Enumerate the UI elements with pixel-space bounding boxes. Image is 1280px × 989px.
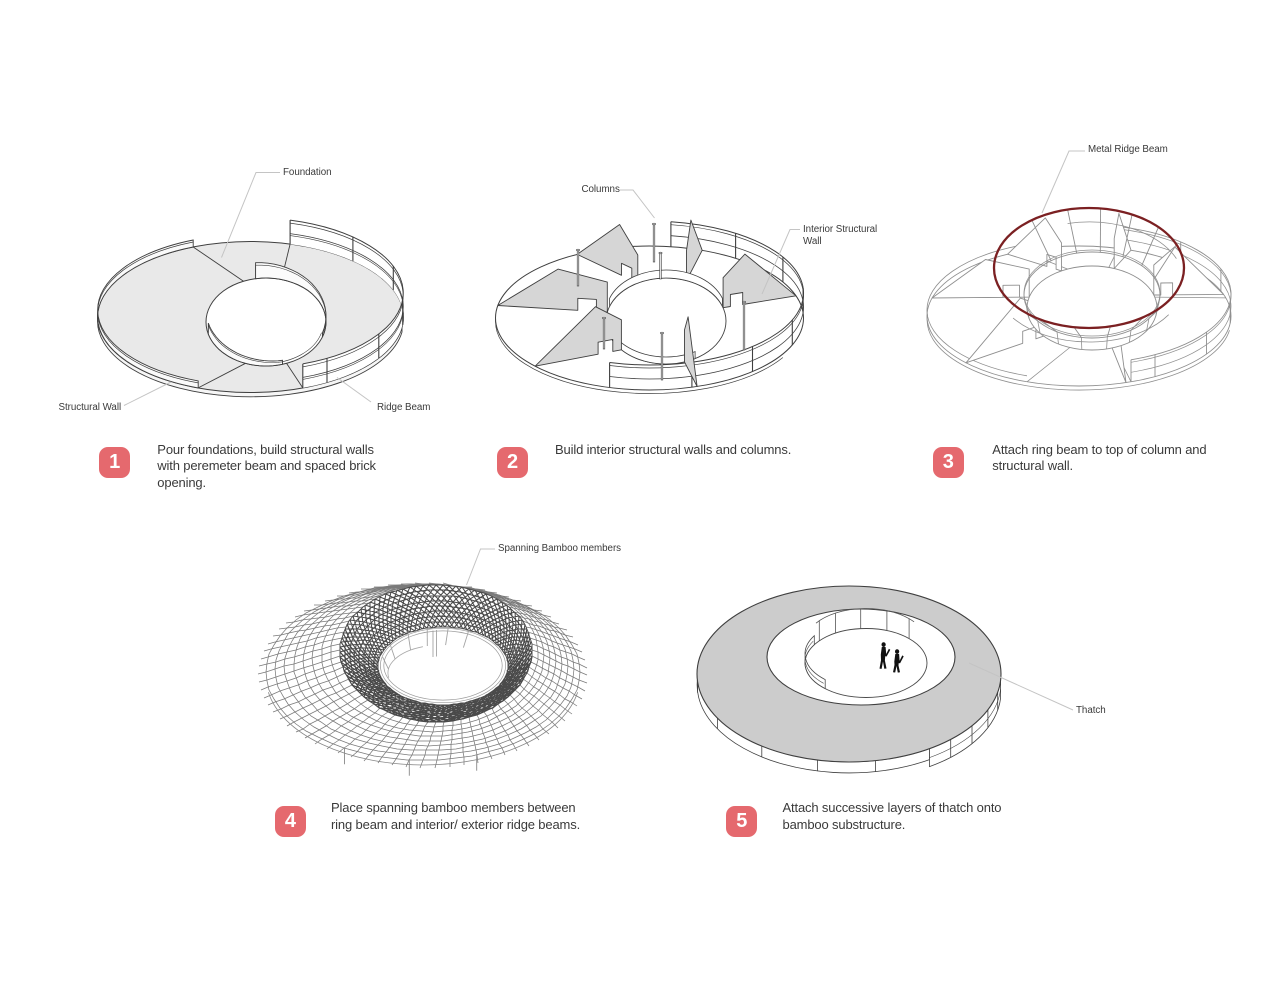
step-1-badge: 1 (99, 447, 131, 479)
leader-structural-wall (123, 381, 172, 406)
label-interior-structural-wall: Interior Structural Wall (803, 223, 878, 247)
leader-metal-ridge-beam (1041, 150, 1085, 214)
step-3-drawing (926, 150, 1232, 391)
label-ridge-beam: Ridge Beam (377, 402, 431, 414)
label-columns: Columns (581, 184, 620, 196)
step-1-drawing (96, 172, 405, 406)
leader-columns (620, 189, 655, 219)
step-2-caption: Build interior structural walls and colu… (555, 441, 792, 457)
leader-spanning-bamboo (466, 548, 495, 586)
step-4-drawing (257, 548, 588, 776)
human-figures (879, 642, 904, 673)
label-thatch: Thatch (1076, 704, 1106, 716)
step-5-caption: Attach successive layers of thatch onto … (782, 800, 1002, 833)
step-3-badge: 3 (932, 446, 964, 479)
step-4-badge: 4 (274, 805, 307, 837)
leader-interior-structural-wall (761, 229, 800, 295)
step-5-drawing (696, 585, 1074, 774)
step-3-caption: Attach ring beam to top of column and st… (992, 441, 1207, 474)
leader-thatch (968, 662, 1074, 711)
metal-ridge-beam-ring (992, 206, 1186, 330)
step-5-badge: 5 (726, 805, 758, 837)
leader-ridge-beam (336, 377, 372, 403)
step-1-caption: Pour foundations, build structural walls… (157, 441, 376, 490)
step-4-caption: Place spanning bamboo members between ri… (331, 800, 581, 833)
step-2-drawing (495, 189, 805, 394)
step-2-badge: 2 (496, 447, 529, 479)
label-foundation: Foundation (283, 166, 332, 178)
leader-foundation (221, 172, 280, 258)
label-metal-ridge-beam: Metal Ridge Beam (1088, 144, 1168, 156)
label-spanning-bamboo-members: Spanning Bamboo members (498, 542, 622, 554)
label-structural-wall: Structural Wall (58, 402, 122, 414)
